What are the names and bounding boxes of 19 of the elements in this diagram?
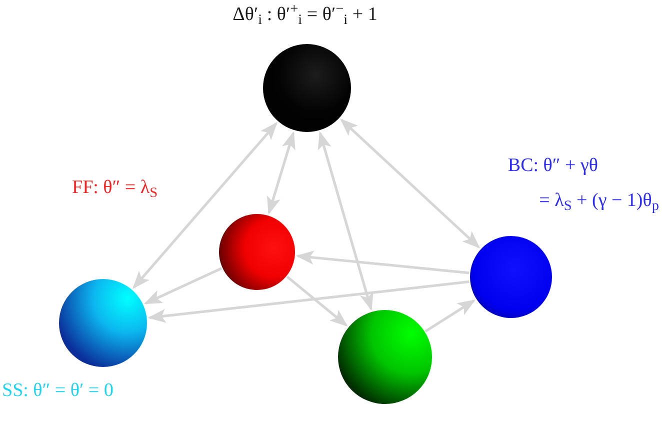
arrow	[424, 300, 476, 332]
arrow	[318, 131, 374, 311]
equation-label: BC: θ″ + γθ	[508, 154, 598, 178]
equation-label: FF: θ″ = λ$_{S}$	[72, 176, 158, 200]
equation-label: SS: θ″ = θ′ = 0	[2, 379, 114, 403]
sphere	[470, 236, 552, 318]
sphere	[219, 214, 295, 290]
arrow	[266, 131, 296, 215]
equation-label: = λ$_{S}$ + (γ − 1)θ$_{p}$	[539, 189, 659, 213]
sphere	[59, 279, 147, 367]
arrow	[286, 276, 348, 327]
arrow	[144, 267, 222, 304]
sphere	[338, 310, 432, 404]
equation-label: Δθ′$_{i}$ : θ′$^{+}$$_{i}$ = θ′$^{−}$$_{i}$ + 1	[232, 3, 378, 27]
arrow	[132, 122, 278, 289]
arrow	[296, 250, 470, 274]
sphere	[263, 44, 351, 132]
arrow	[340, 118, 480, 248]
arrow	[148, 280, 470, 323]
